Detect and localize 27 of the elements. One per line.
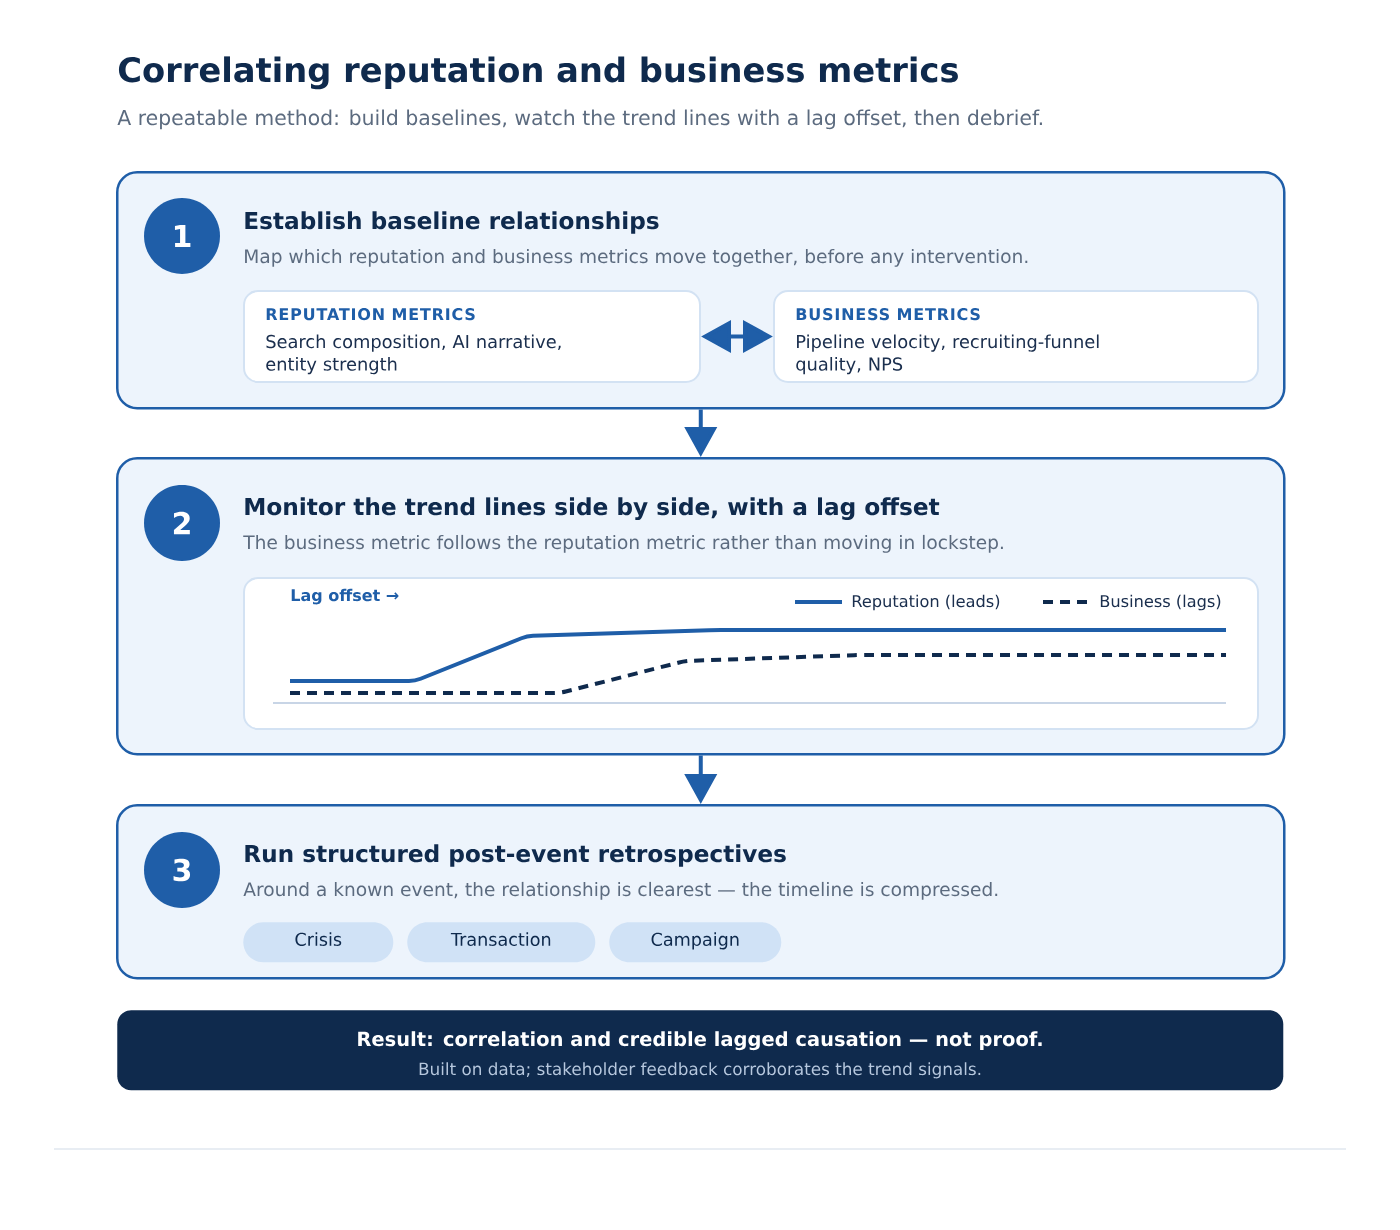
step-heading: Establish baseline relationships <box>245 211 659 234</box>
step-description: The business metric follows the reputation metric rather than moving in lockstep. <box>243 534 1003 553</box>
card-text: Pipeline velocity, recruiting-funnel quality, NPS <box>796 334 1099 375</box>
step-description: Map which reputation and business metrics move together, before any intervention. <box>245 248 1028 267</box>
step-description: Around a known event, the relationship is clearest — the timeline is compressed. <box>243 881 998 900</box>
step-heading: Run structured post-event retrospectives <box>245 844 786 867</box>
legend-text: Business (lags) <box>1100 594 1221 611</box>
event-tag: Transaction <box>407 922 596 963</box>
result-heading: Result: correlation and credible lagged causation — not proof. <box>358 1031 1042 1051</box>
chart-panel <box>243 577 1259 730</box>
result-note: Built on data; stakeholder feedback corroborates the trend signals. <box>419 1062 981 1079</box>
event-tag: Crisis <box>243 922 394 963</box>
card-heading: REPUTATION METRICS <box>266 308 475 321</box>
metric-card <box>243 290 701 383</box>
step-number: 2 <box>144 485 220 561</box>
card-heading: BUSINESS METRICS <box>796 308 980 321</box>
chart-label: Lag offset → <box>291 588 399 605</box>
legend-text: Reputation (leads) <box>852 594 1000 611</box>
event-tag: Campaign <box>609 922 782 963</box>
step-heading: Monitor the trend lines side by side, with a lag offset <box>245 497 940 520</box>
step-number: 1 <box>144 198 220 274</box>
title: Correlating reputation and business metrics <box>118 56 958 90</box>
step-number: 3 <box>144 832 220 908</box>
result-banner <box>117 1010 1284 1091</box>
metric-card <box>773 290 1259 383</box>
subtitle: A repeatable method: build baselines, watch the trend lines with a lag offset, then debrief. <box>117 109 1042 130</box>
card-text: Search composition, AI narrative, entity strength <box>266 334 561 375</box>
